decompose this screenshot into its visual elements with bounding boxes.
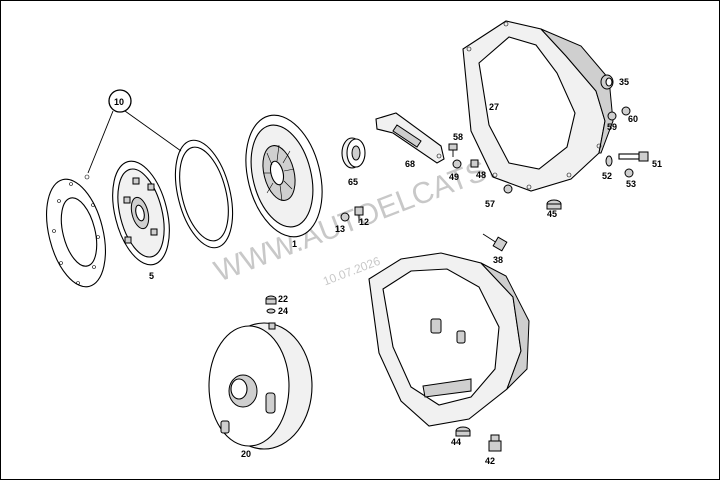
callout-20: 20 [241, 449, 251, 459]
part-57-bolt[interactable] [503, 184, 513, 194]
callout-22: 22 [278, 294, 288, 304]
callout-45: 45 [547, 209, 557, 219]
part-65-release-bearing[interactable] [341, 137, 366, 169]
part-5-clutch-disc[interactable] [103, 155, 179, 270]
part-27-bell-housing[interactable] [462, 20, 614, 192]
part-59-washer[interactable] [607, 111, 617, 121]
callout-1: 1 [292, 239, 297, 249]
callout-52: 52 [602, 171, 612, 181]
callout-10: 10 [84, 89, 182, 180]
callout-59: 59 [607, 122, 617, 132]
part-24-washer[interactable] [266, 308, 276, 314]
callout-65: 65 [348, 177, 358, 187]
callout-12: 12 [359, 217, 369, 227]
part-60-nut[interactable] [621, 106, 631, 116]
callout-48: 48 [476, 170, 486, 180]
part-48-bolt[interactable] [470, 159, 479, 168]
part-51-bolt[interactable] [618, 151, 649, 162]
part-22-cap[interactable] [265, 295, 277, 305]
part-52-washer[interactable] [605, 155, 613, 167]
callout-13: 13 [335, 224, 345, 234]
part-10-plate[interactable] [36, 173, 115, 293]
part-20-torque-converter[interactable] [208, 322, 313, 450]
part-35-seal[interactable] [600, 74, 614, 90]
callout-5: 5 [149, 271, 154, 281]
callout-42: 42 [485, 456, 495, 466]
part-13-washer[interactable] [340, 212, 350, 222]
part-42-fitting[interactable] [488, 434, 502, 452]
callout-24: 24 [278, 306, 288, 316]
callout-68: 68 [405, 159, 415, 169]
callout-35: 35 [619, 77, 629, 87]
part-58-pin[interactable] [448, 143, 458, 157]
part-12-bolt[interactable] [354, 206, 364, 223]
callout-60: 60 [628, 114, 638, 124]
callout-38: 38 [493, 255, 503, 265]
callout-44: 44 [451, 437, 461, 447]
lower-transmission-housing[interactable] [368, 252, 530, 427]
svg-text:10: 10 [114, 97, 124, 107]
part-53-nut[interactable] [624, 168, 634, 178]
part-38-sensor[interactable] [482, 233, 508, 252]
callout-57: 57 [485, 199, 495, 209]
part-44-plug[interactable] [455, 426, 471, 437]
part-1-pressure-plate[interactable] [234, 107, 334, 245]
callout-27: 27 [489, 102, 499, 112]
callout-51: 51 [652, 159, 662, 169]
part-68-release-fork[interactable] [375, 112, 445, 164]
part-45-plug[interactable] [546, 199, 562, 210]
part-10-friction-ring[interactable] [165, 134, 242, 253]
callout-58: 58 [453, 132, 463, 142]
callout-49: 49 [449, 172, 459, 182]
callout-53: 53 [626, 179, 636, 189]
part-49-nut[interactable] [452, 159, 462, 169]
